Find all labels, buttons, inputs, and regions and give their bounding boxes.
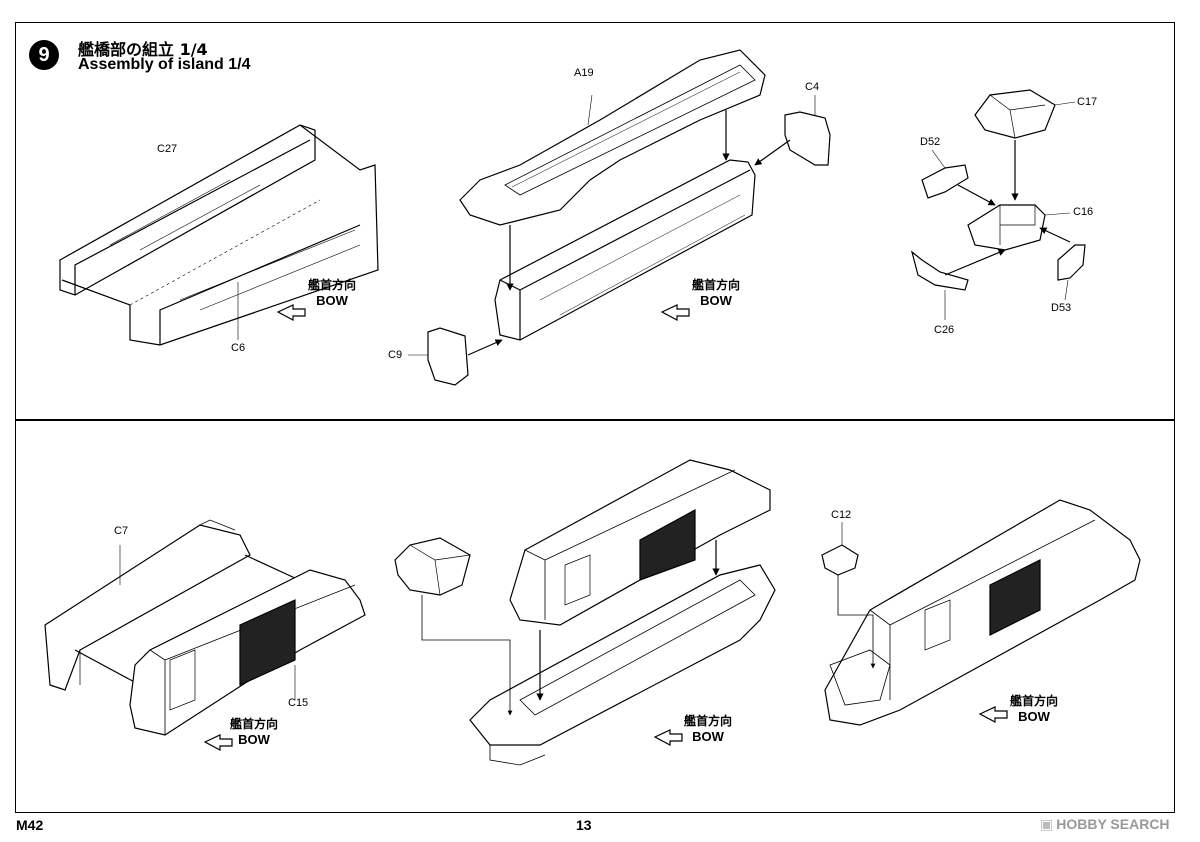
d52-arrow xyxy=(957,184,996,206)
c16-part xyxy=(967,204,1071,251)
c12-part xyxy=(821,522,859,576)
page-number: 13 xyxy=(576,817,592,833)
label-c17: C17 xyxy=(1077,96,1098,108)
bow-label-en: BOW xyxy=(692,729,724,744)
bow-label-en: BOW xyxy=(238,732,270,747)
c9-arrow xyxy=(467,339,503,356)
bow-label-jp: 艦首方向 xyxy=(308,278,357,292)
label-a19: A19 xyxy=(574,67,594,79)
d53-part xyxy=(1057,244,1086,301)
label-c27: C27 xyxy=(157,143,178,155)
bow-label-2: 艦首方向 BOW xyxy=(692,278,740,308)
step-title-en: Assembly of island 1/4 xyxy=(78,56,251,73)
d53-arrow xyxy=(1039,227,1071,243)
a19-platform xyxy=(459,49,766,226)
bow-label-5: 艦首方向 BOW xyxy=(1010,694,1058,724)
watermark-text: HOBBY SEARCH xyxy=(1056,816,1170,832)
bridge-arrow-middle xyxy=(421,595,513,716)
bow-label-4: 艦首方向 BOW xyxy=(684,714,732,744)
bow-arrows xyxy=(203,304,1008,751)
bow-label-jp: 艦首方向 xyxy=(684,714,733,728)
platform-bottom-middle xyxy=(469,564,776,766)
bow-label-jp: 艦首方向 xyxy=(1010,694,1059,708)
bow-label-3: 艦首方向 BOW xyxy=(230,717,278,747)
bow-label-en: BOW xyxy=(316,293,348,308)
c26-arrow xyxy=(944,249,1006,276)
bow-label-jp: 艦首方向 xyxy=(230,717,279,731)
label-c4: C4 xyxy=(805,81,820,93)
bow-label-jp: 艦首方向 xyxy=(692,278,741,292)
c26-part xyxy=(910,250,969,320)
label-c9: C9 xyxy=(388,349,403,361)
bow-label-en: BOW xyxy=(700,293,732,308)
c4-part xyxy=(784,95,831,166)
bow-label-en: BOW xyxy=(1018,709,1050,724)
bottom-panel xyxy=(15,420,1175,813)
c15-assembly xyxy=(129,569,366,736)
step-title-jp: 艦橋部の組立 1/4 xyxy=(78,40,208,59)
model-code: M42 xyxy=(16,817,44,833)
island-tower-middle xyxy=(509,459,771,626)
bridge-module-middle xyxy=(394,537,471,596)
label-c16: C16 xyxy=(1073,206,1094,218)
label-c7: C7 xyxy=(114,525,129,537)
island-assembled-right xyxy=(824,499,1141,726)
label-c6: C6 xyxy=(231,342,246,354)
c17-part xyxy=(974,89,1076,139)
hobby-search-logo-icon: ▣ xyxy=(1040,816,1054,832)
label-c26: C26 xyxy=(934,324,955,336)
c27-wall-frame xyxy=(59,124,379,346)
label-d53: D53 xyxy=(1051,302,1072,314)
c7-wall xyxy=(44,519,251,691)
c9-part xyxy=(408,327,469,386)
step-number-badge: 9 xyxy=(29,40,59,70)
hull-box-upper-left xyxy=(494,159,756,341)
c7-arrow-a xyxy=(74,649,141,686)
label-d52: D52 xyxy=(920,136,941,148)
label-c12: C12 xyxy=(831,509,852,521)
c12-arrow xyxy=(837,575,876,669)
label-c15: C15 xyxy=(288,697,309,709)
c4-arrow xyxy=(754,139,791,166)
top-panel xyxy=(15,22,1175,420)
watermark: ▣HOBBY SEARCH xyxy=(1040,816,1170,833)
d52-part xyxy=(921,149,969,199)
bow-label-1: 艦首方向 BOW xyxy=(308,278,356,308)
